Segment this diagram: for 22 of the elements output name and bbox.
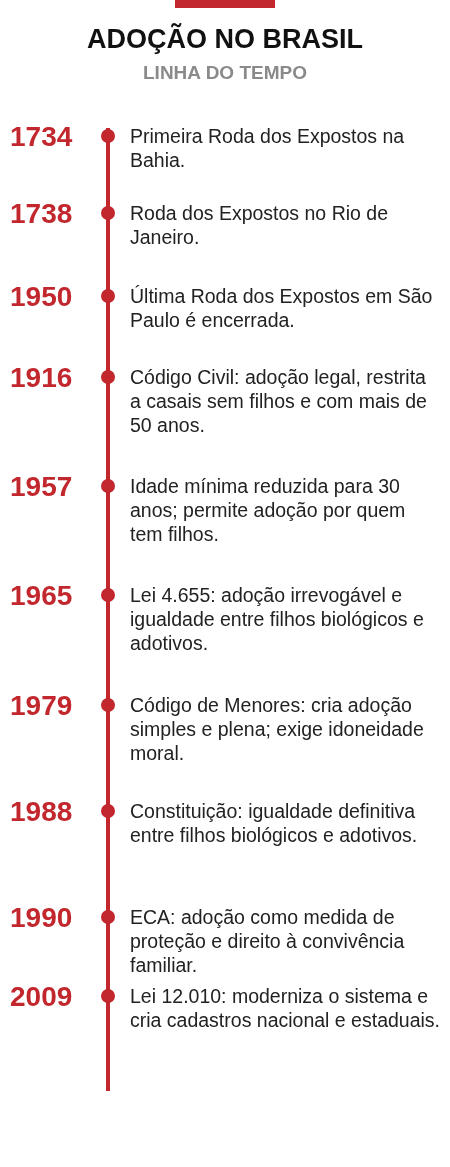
- title: ADOÇÃO NO BRASIL: [86, 24, 364, 55]
- year-label: 1738: [10, 198, 73, 230]
- event-description: Constituição: igualdade definitiva entre filhos biológicos e adotivos.: [130, 799, 419, 847]
- year-label: 1990: [10, 902, 73, 934]
- event-description: Código Civil: adoção legal, restrita a casais sem filhos e com mais de 50 anos.: [130, 365, 428, 437]
- year-label: 1734: [10, 121, 73, 153]
- year-label: 1979: [10, 690, 73, 722]
- event-description: Última Roda dos Expostos em São Paulo é encerrada.: [130, 284, 434, 332]
- event-description: ECA: adoção como medida de proteção e direito à convivência familiar.: [130, 905, 406, 977]
- subtitle: LINHA DO TEMPO: [142, 62, 308, 84]
- event-description: Lei 12.010: moderniza o sistema e cria cadastros nacional e estaduais.: [130, 984, 441, 1032]
- year-label: 1965: [10, 580, 73, 612]
- event-description: Roda dos Expostos no Rio de Janeiro.: [130, 201, 389, 249]
- event-description: Primeira Roda dos Expostos na Bahia.: [130, 124, 406, 172]
- year-label: 1916: [10, 362, 73, 394]
- event-description: Código de Menores: cria adoção simples e plena; exige idoneidade moral.: [130, 693, 425, 765]
- year-label: 2009: [10, 981, 73, 1013]
- year-label: 1957: [10, 471, 73, 503]
- year-label: 1950: [10, 281, 73, 313]
- event-description: Lei 4.655: adoção irrevogável e igualdade entre filhos biológicos e adotivos.: [130, 583, 425, 655]
- year-label: 1988: [10, 796, 73, 828]
- event-description: Idade mínima reduzida para 30 anos; permite adoção por quem tem filhos.: [130, 474, 407, 546]
